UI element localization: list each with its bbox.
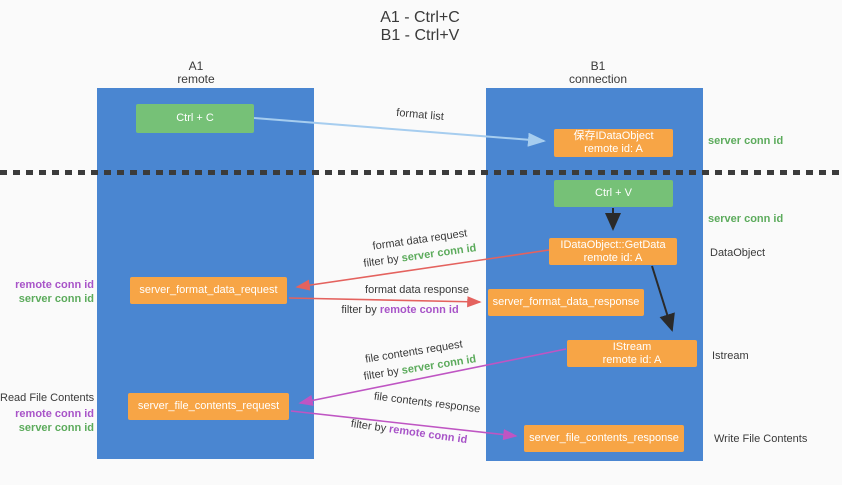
remote-conn-id-text: remote conn id [379, 304, 459, 316]
server-file-contents-response-label: server_file_contents_response [529, 432, 679, 444]
server-conn-id-label: server conn id [18, 293, 94, 305]
istream-line2: remote id: A [602, 353, 662, 366]
idataobject-getdata-node: IDataObject::GetData remote id: A [549, 238, 677, 265]
server-format-data-request-label: server_format_data_request [139, 284, 278, 296]
file-contents-response-arrow [290, 410, 518, 441]
server-format-data-response-label: server_format_data_response [492, 296, 640, 308]
ctrl-c-label: Ctrl + C [176, 112, 214, 124]
format-list-arrow [253, 117, 546, 147]
ctrl-v-label: Ctrl + V [595, 187, 632, 199]
right-column-name: B1 [590, 59, 606, 73]
save-idataobject-line1: 保存IDataObject [573, 130, 654, 142]
left-column-name: A1 [188, 59, 204, 73]
server-file-contents-response-node: server_file_contents_response [524, 425, 684, 452]
left-conn-id-labels-top: remote conn id server conn id [0, 278, 94, 306]
istream-line1: IStream [612, 340, 652, 353]
read-file-contents-label: Read File Contents [0, 392, 95, 404]
idataobject-getdata-line1: IDataObject::GetData [560, 238, 666, 251]
format-data-response-arrow [288, 296, 482, 308]
dataobject-label: DataObject [710, 247, 766, 259]
format-data-request-arrow [295, 249, 550, 291]
server-conn-id-label-mid: server conn id [708, 213, 784, 225]
left-column-role: remote [177, 72, 215, 86]
remote-conn-id-label: remote conn id [15, 408, 94, 420]
server-format-data-request-node: server_format_data_request [130, 277, 287, 304]
getdata-to-istream-arrow [651, 265, 675, 332]
left-conn-id-labels-bottom: remote conn id server conn id [0, 407, 94, 435]
server-file-contents-request-label: server_file_contents_request [137, 400, 280, 412]
right-column-role: connection [568, 72, 628, 86]
server-conn-id-label: server conn id [18, 422, 94, 434]
idataobject-getdata-line2: remote id: A [583, 251, 643, 264]
right-column-header: B1 connection [548, 60, 648, 86]
format-data-response-filter-label: filter by remote conn id [340, 304, 460, 317]
remote-conn-id-label: remote conn id [15, 279, 94, 291]
format-data-response-label: format data response [365, 284, 469, 296]
title-line-2: B1 - Ctrl+V [380, 27, 460, 44]
left-column-header: A1 remote [146, 60, 246, 86]
title-line-1: A1 - Ctrl+C [380, 9, 460, 26]
server-file-contents-request-node: server_file_contents_request [128, 393, 289, 420]
server-conn-id-label-top: server conn id [708, 135, 784, 147]
server-format-data-response-node: server_format_data_response [488, 289, 644, 316]
diagram-title: A1 - Ctrl+C B1 - Ctrl+V [300, 9, 540, 45]
save-idataobject-line2: remote id: A [584, 143, 643, 155]
filter-by-prefix: filter by [341, 304, 380, 316]
istream-side-label: Istream [712, 350, 749, 362]
ctrl-v-node: Ctrl + V [554, 180, 673, 207]
ctrl-c-node: Ctrl + C [136, 104, 254, 133]
istream-node: IStream remote id: A [567, 340, 697, 367]
file-contents-request-arrow [298, 348, 567, 406]
write-file-contents-label: Write File Contents [714, 433, 808, 445]
phase-separator-dotted-line [0, 170, 842, 175]
save-idataobject-node: 保存IDataObject remote id: A [554, 129, 673, 157]
